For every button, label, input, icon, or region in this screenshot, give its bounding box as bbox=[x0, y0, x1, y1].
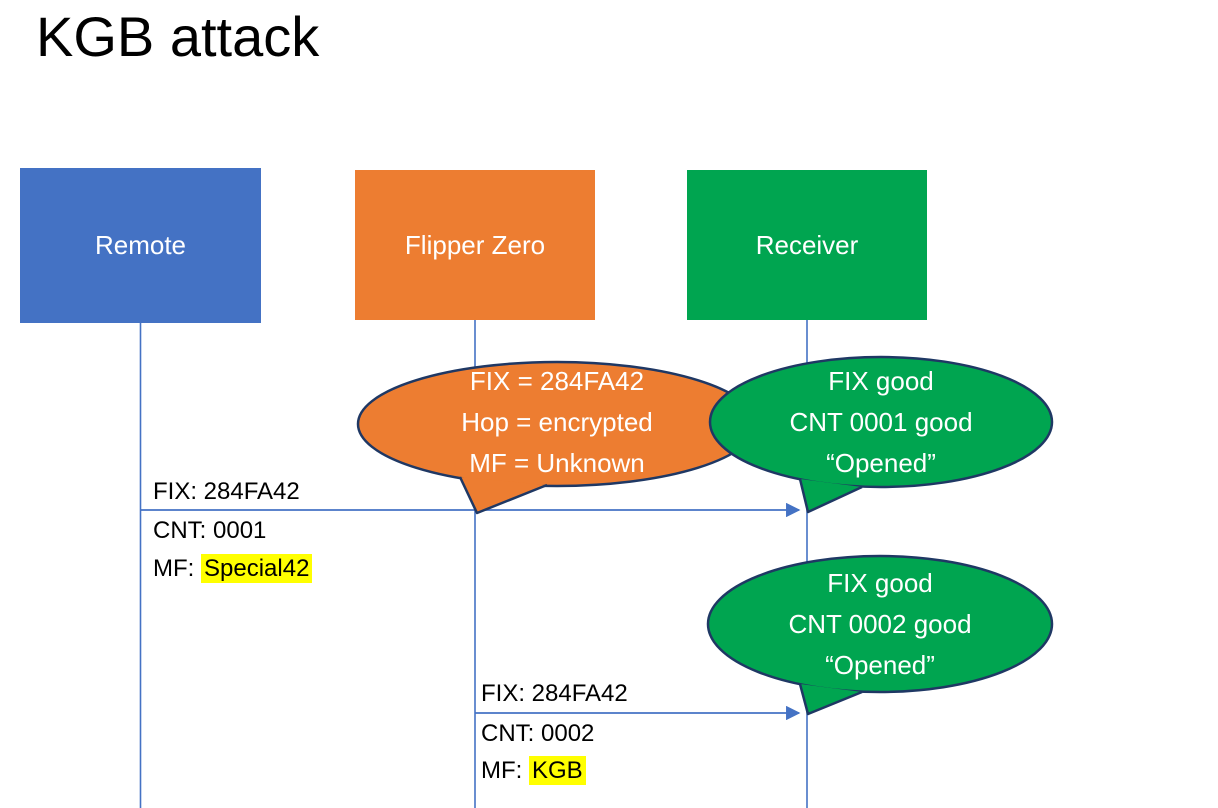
callout-2-tail bbox=[798, 478, 863, 514]
message-2-mf-prefix: MF: bbox=[481, 757, 529, 784]
actor-label-remote: Remote bbox=[94, 230, 187, 260]
slide-title: KGB attack bbox=[36, 5, 320, 68]
callout-2-bubble bbox=[708, 355, 1054, 489]
callout-2-line-1: FIX good bbox=[828, 366, 934, 396]
message-1-mf-label: MF: Special42 bbox=[153, 554, 313, 583]
message-1-fix-label: FIX: 284FA42 bbox=[153, 478, 300, 505]
callout-1-line-1: FIX = 284FA42 bbox=[469, 366, 645, 396]
callout-3-bubble bbox=[706, 554, 1054, 694]
actor-label-flipper-zero: Flipper Zero bbox=[404, 229, 546, 260]
message-2-mf-value-highlight: KGB bbox=[529, 756, 586, 785]
callout-2-text: FIX good CNT 0001 good “Opened” bbox=[711, 361, 1051, 484]
message-1-mf-value-highlight: Special42 bbox=[201, 554, 313, 583]
actor-box-remote: Remote bbox=[20, 168, 261, 323]
actor-box-receiver: Receiver bbox=[687, 170, 927, 320]
message-2-mf-label: MF: KGB bbox=[481, 756, 586, 785]
actor-label-receiver: Receiver bbox=[755, 229, 859, 260]
callout-1-tail bbox=[458, 476, 548, 515]
callout-2-line-3: “Opened” bbox=[826, 448, 936, 478]
message-2-fix-label: FIX: 284FA42 bbox=[481, 680, 628, 707]
callout-3-line-1: FIX good bbox=[827, 568, 933, 598]
message-1-mf-prefix: MF: bbox=[153, 555, 201, 582]
actor-box-flipper-zero: Flipper Zero bbox=[355, 170, 595, 320]
callout-3-tail bbox=[798, 683, 863, 716]
message-1-cnt-label: CNT: 0001 bbox=[153, 517, 267, 544]
callout-1-line-3: MF = Unknown bbox=[469, 448, 645, 478]
callout-3-line-2: CNT 0002 good bbox=[788, 609, 972, 639]
message-2-cnt-label: CNT: 0002 bbox=[481, 720, 595, 747]
callout-2-line-2: CNT 0001 good bbox=[789, 407, 973, 437]
callout-1-text: FIX = 284FA42 Hop = encrypted MF = Unkno… bbox=[387, 361, 727, 484]
callout-3-line-3: “Opened” bbox=[825, 650, 935, 680]
callout-3-text: FIX good CNT 0002 good “Opened” bbox=[710, 563, 1050, 686]
callout-1-line-2: Hop = encrypted bbox=[461, 407, 653, 437]
